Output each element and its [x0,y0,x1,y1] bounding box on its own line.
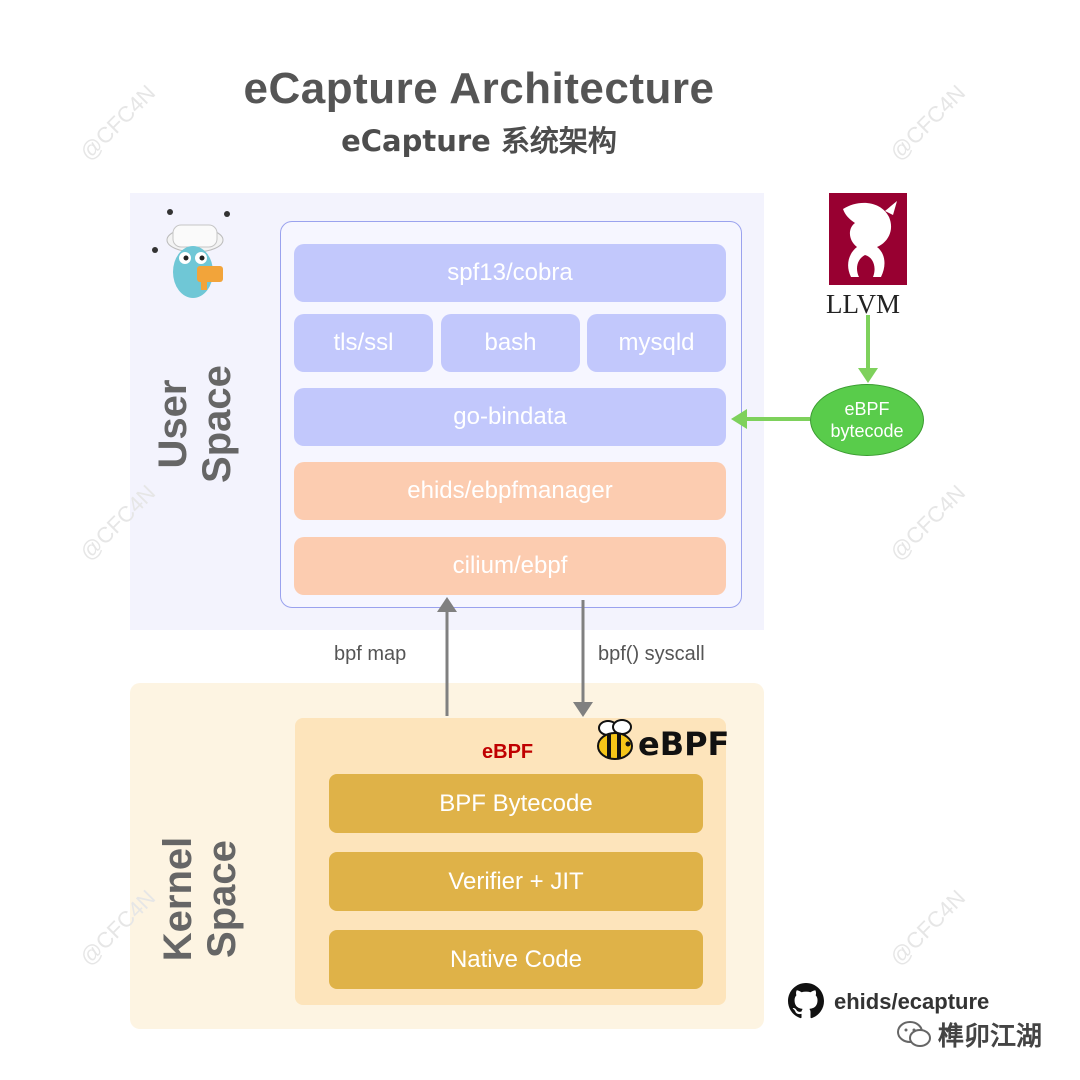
bpf-map-label: bpf map [334,643,407,665]
kernel-space-label-line1: Kernel [156,836,200,962]
wechat-icon [896,1020,932,1050]
bpf-map-arrow [437,597,457,716]
repo-link[interactable]: ehids/ecapture [834,989,990,1014]
cilium-ebpf-box: cilium/ebpf [294,537,726,595]
kernel-space-label: Kernel Space [156,824,244,974]
ebpf-bee-icon [594,718,636,764]
bytecode-line1: eBPF [844,399,890,419]
ebpf-bytecode-node: eBPF bytecode [810,384,924,456]
bytecode-left-arrow [731,409,810,429]
diagram-subtitle: eCapture 系统架构 [341,124,617,158]
kernel-space-label-line2: Space [200,840,244,958]
verifier-jit-box: Verifier + JIT [329,852,703,911]
native-code-box: Native Code [329,930,703,989]
llvm-dragon-icon [829,193,907,285]
diagram-title: eCapture Architecture [243,64,715,113]
bpf-syscall-label: bpf() syscall [598,643,705,665]
wechat-account-name: 榫卯江湖 [938,1022,1043,1052]
llvm-text: LLVM [826,289,901,319]
gopher-beekeeper-icon [145,200,245,310]
bash-box: bash [441,314,580,372]
go-bindata-box: go-bindata [294,388,726,446]
github-icon [788,983,824,1019]
ebpf-label: eBPF [482,741,534,763]
tls-ssl-box: tls/ssl [294,314,433,372]
llvm-down-arrow [858,315,878,383]
cobra-box: spf13/cobra [294,244,726,302]
bpf-bytecode-box: BPF Bytecode [329,774,703,833]
ebpf-logo-text: eBPF [638,725,730,763]
bytecode-line2: bytecode [830,421,904,441]
mysqld-box: mysqld [587,314,726,372]
ebpfmanager-box: ehids/ebpfmanager [294,462,726,520]
bpf-syscall-arrow [573,600,593,717]
